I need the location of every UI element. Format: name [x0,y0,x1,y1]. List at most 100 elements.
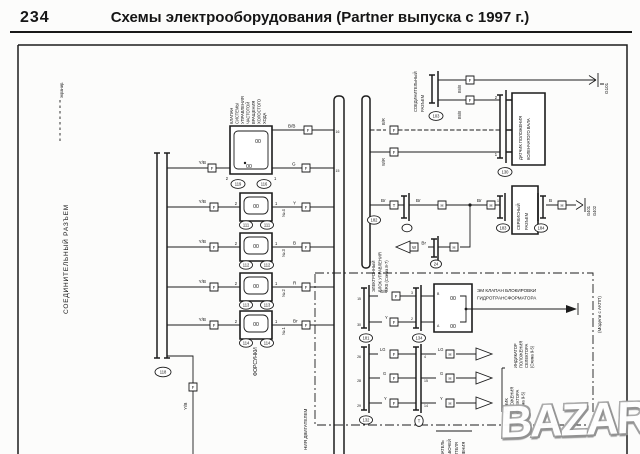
pin-number: 1 [274,176,277,181]
injector-number: №.1 [281,326,286,335]
bottom-cut-label: ЧАТЕЛЬ АБОЧЕЙ ИТЕЛЯ ЛЕНИЯ [436,431,472,454]
junction-letter: F [213,205,216,210]
wire-label: Br [293,319,298,324]
connector-ref: T [418,419,421,424]
wire-label: B/R [381,118,386,125]
component-label-line: ГИДРОТРАНСФОРМАТОРА [477,296,537,301]
pin-number: 3 [411,291,413,295]
component-label-line: ЧАСТОТОЙ [246,102,251,124]
connector-ref: 116 [261,182,268,187]
coil-glyph: 00 [253,204,259,210]
coil-glyph: 00 [450,296,456,302]
wire-label: Y/B [199,160,206,165]
top-joint-connector: СОЕДИНИТЕЛЬНЫЙ РАЗЪЕМ 103 F Br/B G101 F … [413,71,609,120]
connector-ref: 113 [243,303,250,308]
wire-label: Y/B [183,403,188,410]
connector-ref: 181 [363,336,371,341]
injector-row: 00 2 1 F Y/B F Br №.1 114 114 [167,311,334,347]
wire-label: Y [384,396,387,401]
connector-ref: 183 [500,226,508,231]
component-label-line: ПОЛОЖЕНИЯ [519,341,524,368]
ground-label: G101 [604,82,609,94]
wire-label: Br [421,241,426,246]
junction-letter: F [305,205,308,210]
wire-label: G [292,162,296,167]
junction-letter: W [412,245,416,250]
injectors-group-label: ФОРСУНКИ [253,347,259,376]
component-label-line: ЭЛЕКТРОННЫЙ [371,261,376,292]
coil-glyph: 00 [450,324,456,330]
to-srs-arrow [396,241,410,253]
component-label-line: СЕЛЕКТОРА [515,390,520,414]
junction-letter: H [453,245,456,250]
coil-glyph: 00 [246,164,252,170]
component-label-line: УПРАВЛЕНИЯ [240,96,245,124]
junction-letter: F [393,128,396,133]
pin-number: 2 [226,176,229,181]
pin-number: 2 [495,95,498,100]
pin-number: 15 [357,297,361,301]
junction-letter: F [305,323,308,328]
connector-ref: 114 [243,341,250,346]
pin-number: 2 [235,241,238,246]
wire-label: Br/B [457,85,462,93]
component-label-line: ВРАЩЕНИЯ [251,101,256,124]
wire-label: W/R [381,158,386,166]
junction-letter: F [213,323,216,328]
pin-number: 28 [357,379,361,383]
junction-letter: F [393,320,396,325]
wire-label: Br [416,198,421,203]
pin-number: 1 [275,201,278,206]
connector-ref: 132 [363,418,371,423]
junction-letter: F [305,245,308,250]
junction-letter: H [449,352,452,357]
component-label-line: БЛОК УПРАВЛЕНИЯ [378,252,383,292]
pin-number: 1 [275,241,278,246]
component-label-line: ИТЕЛЯ [454,442,459,454]
to-schema-arrow [476,348,492,360]
component-label-line: (Схема 9-5) [530,345,535,368]
connector-ref: 111 [243,223,250,228]
wire-label: Y/B [199,279,206,284]
junction-letter: H [449,376,452,381]
wire-label: R [293,281,297,286]
pin-number: 26 [357,355,361,359]
junction-letter: F [305,285,308,290]
to-schema-arrow [476,372,492,384]
pin-number: 2 [411,317,413,321]
ecu-note: НИЯ ДВИГАТЕЛЕМ [303,408,308,450]
coil-glyph: 00 [253,322,259,328]
junction-letter: F [395,294,398,299]
component-label-line: ДАТЧИК [504,398,509,414]
junction-letter: F [393,352,396,357]
wire-label: Y/B [199,239,206,244]
component-label-line: ИНДИКАТОР [513,343,518,368]
left-connector: СОЕДИНИТЕЛЬНЫЙ РАЗЪЕМ 118 F Y/B [61,153,197,454]
injector-row: 00 2 1 F Y/B F B №.3 112 112 [167,233,334,269]
wire-label: Y/B [199,317,206,322]
connector-ref: 113 [264,303,271,308]
trunk-pin: 16 [336,130,340,134]
component-label-line: КЛАПАН [229,108,234,124]
ground-symbol: G101 [589,73,609,94]
component-label-line: СОЕДИНИТЕЛЬНЫЙ [413,71,418,112]
wire-label: G [383,371,386,376]
injector-row: 00 2 1 F Y/B F Y №.4 111 111 [167,193,334,229]
connector-ref: 112 [243,263,250,268]
junction-letter: H [449,401,452,406]
component-label-line: (Схема 9-5) [521,391,526,414]
pin-number: 4 [424,355,426,359]
wire-label: B [293,241,296,246]
component-label-line: СЕЛЕКТОРА [524,344,529,368]
pin-number: 14 [424,404,428,408]
lockup-solenoid: 15 30 181 G/B F Y F 3 2 134 B A 00 00 Э [357,284,578,342]
junction-letter: F [469,78,472,83]
crankshaft-position-sensor: F B/R F W/R 2 1 ДАТЧИК ПОЛОЖЕНИЯ КОЛЕНЧА… [370,90,545,176]
service-connector: СЕРВИСНЫЙ РАЗЪЕМ 183 184 B H G401 G402 [497,186,597,234]
component-label-line: ЧАТЕЛЬ [440,440,445,454]
junction-letter: F [393,401,396,406]
coil-glyph: 00 [253,244,259,250]
junction-letter: H [441,203,444,208]
connector-ref: 112 [264,263,271,268]
